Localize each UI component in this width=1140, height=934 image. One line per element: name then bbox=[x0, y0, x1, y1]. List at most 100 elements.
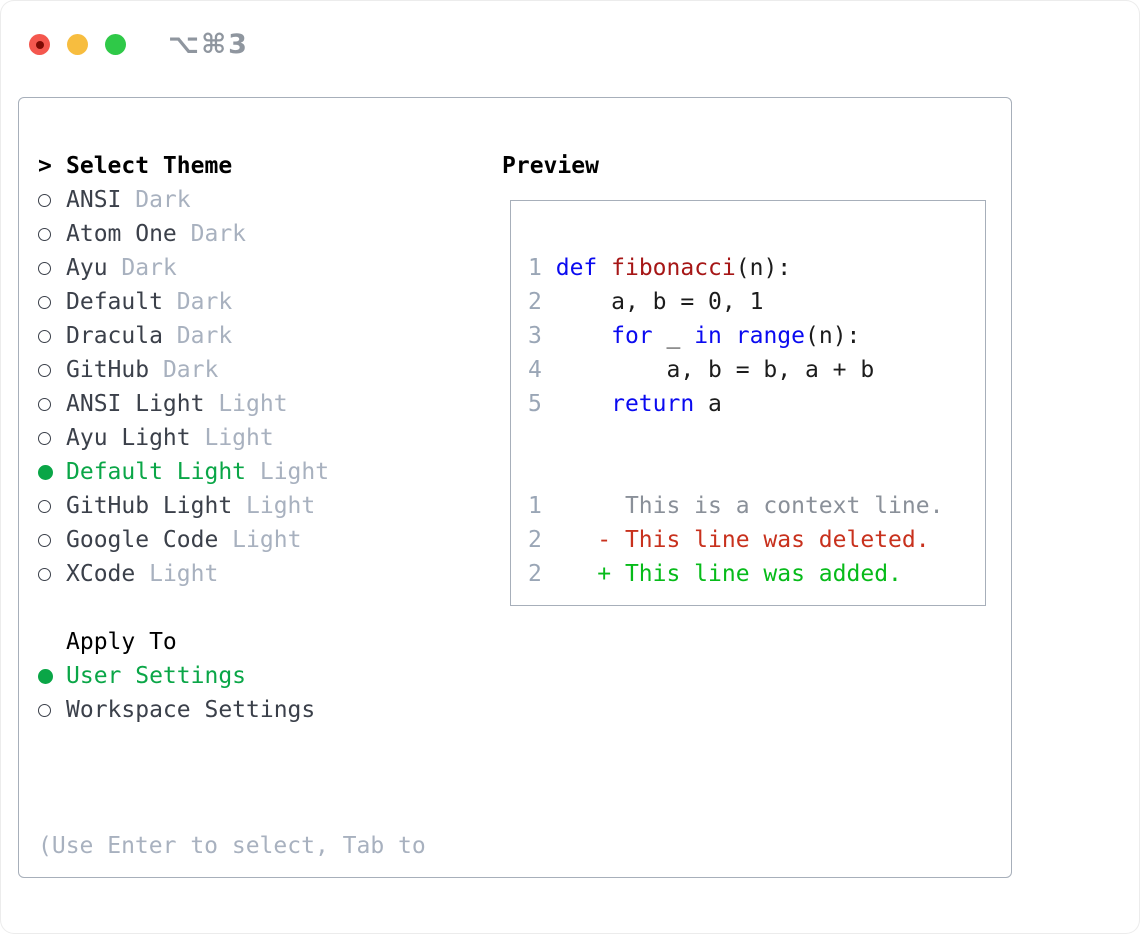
radio-icon bbox=[38, 431, 51, 445]
theme-item-ansi-dark[interactable]: ANSI Dark bbox=[38, 183, 329, 217]
theme-item-ayu-light-light[interactable]: Ayu Light Light bbox=[38, 421, 329, 455]
code-token-kw: def bbox=[555, 255, 598, 281]
radio-selected-icon bbox=[38, 464, 53, 480]
theme-variant-tag: Light bbox=[232, 493, 316, 519]
theme-name: Default Light bbox=[66, 459, 247, 485]
theme-item-ansi-light-light[interactable]: ANSI Light Light bbox=[38, 387, 329, 421]
theme-item-default-dark[interactable]: Default Dark bbox=[38, 285, 329, 319]
theme-item-github-dark[interactable]: GitHub Dark bbox=[38, 353, 329, 387]
theme-variant-tag: Dark bbox=[162, 323, 233, 349]
apply-to-header-row: Apply To bbox=[38, 625, 315, 659]
theme-item-atom-one-dark[interactable]: Atom One Dark bbox=[38, 217, 329, 251]
theme-name: GitHub bbox=[66, 357, 150, 383]
preview-line: 1 This is a context line. bbox=[528, 489, 985, 523]
apply-option-label: Workspace Settings bbox=[66, 697, 316, 723]
radio-icon bbox=[38, 227, 51, 241]
line-number: 2 bbox=[528, 289, 542, 315]
hint-line-1: (Use Enter to select, Tab to bbox=[38, 833, 426, 859]
line-number: 1 bbox=[528, 493, 542, 519]
theme-name: Ayu bbox=[66, 255, 108, 281]
theme-name: Dracula bbox=[66, 323, 163, 349]
keyboard-hint: (Use Enter to select, Tab to change focu… bbox=[38, 761, 426, 934]
code-token-pl: (n): bbox=[805, 323, 861, 349]
theme-name: ANSI bbox=[66, 187, 122, 213]
preview-line: 2 a, b = 0, 1 bbox=[528, 285, 985, 319]
code-token-kw: in bbox=[694, 323, 722, 349]
theme-variant-tag: Light bbox=[204, 391, 288, 417]
theme-variant-tag: Light bbox=[218, 527, 302, 553]
preview-line: 2 - This line was deleted. bbox=[528, 523, 985, 557]
code-token-pl bbox=[597, 255, 611, 281]
radio-icon bbox=[38, 533, 51, 547]
preview-line: 4 a, b = b, a + b bbox=[528, 353, 985, 387]
code-token-pl bbox=[542, 527, 597, 553]
theme-variant-tag: Light bbox=[246, 459, 330, 485]
theme-variant-tag: Dark bbox=[107, 255, 177, 281]
minimize-button-icon[interactable] bbox=[67, 34, 88, 55]
radio-icon bbox=[38, 261, 51, 275]
theme-item-dracula-dark[interactable]: Dracula Dark bbox=[38, 319, 329, 353]
code-token-pl: (n): bbox=[735, 255, 792, 281]
radio-icon bbox=[38, 499, 51, 513]
code-token-pl bbox=[722, 323, 736, 349]
code-token-kw: range bbox=[735, 323, 806, 349]
theme-item-github-light-light[interactable]: GitHub Light Light bbox=[38, 489, 329, 523]
radio-icon bbox=[38, 363, 51, 377]
line-number: 1 bbox=[528, 255, 542, 281]
line-number: 3 bbox=[528, 323, 542, 349]
theme-variant-tag: Dark bbox=[149, 357, 219, 383]
radio-icon bbox=[38, 295, 51, 309]
theme-variant-tag: Light bbox=[190, 425, 274, 451]
theme-name: ANSI Light bbox=[66, 391, 205, 417]
theme-variant-tag: Dark bbox=[121, 187, 191, 213]
theme-variant-tag: Light bbox=[135, 561, 219, 587]
code-token-kw: for bbox=[611, 323, 653, 349]
theme-variant-tag: Dark bbox=[162, 289, 233, 315]
code-token-add: + This line was added. bbox=[597, 561, 902, 587]
line-number: 4 bbox=[528, 357, 542, 383]
close-modified-dot-icon bbox=[35, 40, 44, 49]
code-token-fn: fibonacci bbox=[611, 255, 736, 281]
radio-icon bbox=[38, 329, 51, 343]
preview-line: 3 for _ in range(n): bbox=[528, 319, 985, 353]
apply-option-workspace-settings[interactable]: Workspace Settings bbox=[38, 693, 315, 727]
radio-icon bbox=[38, 567, 51, 581]
code-token-ctx: This is a context line. bbox=[541, 493, 944, 519]
theme-name: XCode bbox=[66, 561, 136, 587]
preview-line: 2 + This line was added. bbox=[528, 557, 985, 591]
theme-item-ayu-dark[interactable]: Ayu Dark bbox=[38, 251, 329, 285]
preview-line: 5 return a bbox=[528, 387, 985, 421]
theme-item-xcode-light[interactable]: XCode Light bbox=[38, 557, 329, 591]
code-token-pl bbox=[542, 255, 556, 281]
code-token-pl: a bbox=[694, 391, 722, 417]
code-token-pl bbox=[542, 561, 597, 587]
preview-title: Preview bbox=[502, 153, 599, 179]
radio-icon bbox=[38, 703, 51, 717]
code-token-pl: a, b = b, a + b bbox=[541, 357, 875, 383]
radio-selected-icon bbox=[38, 668, 53, 684]
window-titlebar: ⌥⌘3 bbox=[29, 29, 249, 60]
close-button-icon[interactable] bbox=[29, 34, 50, 55]
theme-list-header-row: > Select Theme bbox=[38, 149, 329, 183]
theme-item-google-code-light[interactable]: Google Code Light bbox=[38, 523, 329, 557]
line-number: 5 bbox=[528, 391, 542, 417]
code-token-kw: return bbox=[611, 391, 695, 417]
prompt-caret-icon: > bbox=[38, 153, 52, 179]
code-token-pl bbox=[542, 391, 611, 417]
radio-icon bbox=[38, 193, 51, 207]
theme-item-default-light-light[interactable]: Default Light Light bbox=[38, 455, 329, 489]
theme-name: Default bbox=[66, 289, 163, 315]
apply-option-user-settings[interactable]: User Settings bbox=[38, 659, 315, 693]
window-shortcut-label: ⌥⌘3 bbox=[168, 29, 249, 60]
theme-list-title: Select Theme bbox=[66, 153, 233, 179]
apply-to-title: Apply To bbox=[66, 629, 177, 655]
theme-name: Google Code bbox=[66, 527, 219, 553]
zoom-button-icon[interactable] bbox=[105, 34, 126, 55]
theme-variant-tag: Dark bbox=[176, 221, 247, 247]
